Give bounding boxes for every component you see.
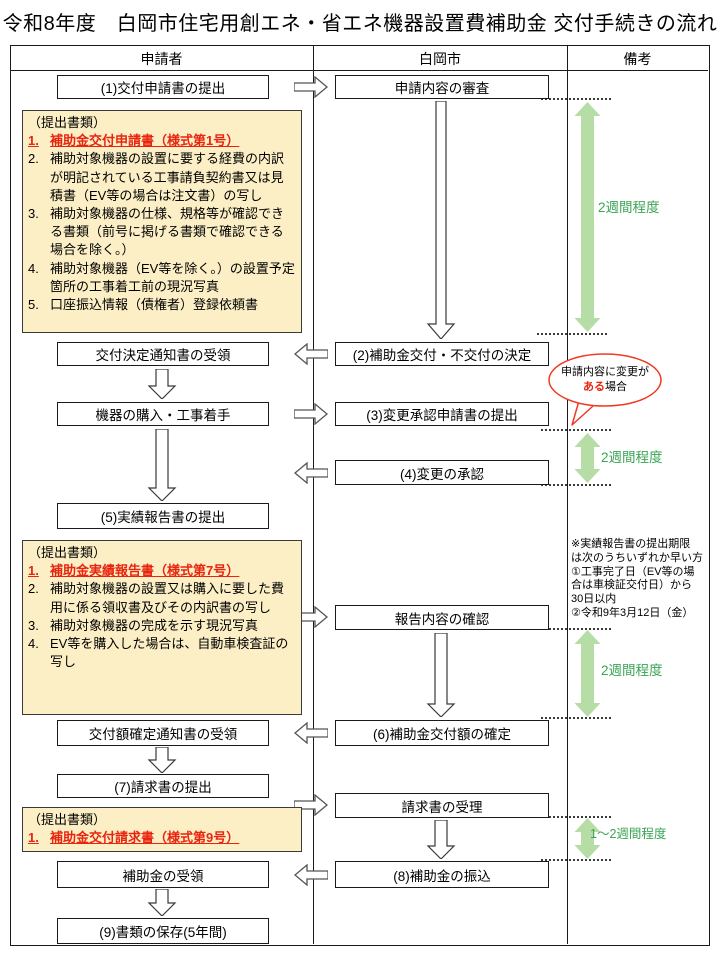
left-arrow-icon	[294, 462, 328, 484]
table-frame	[10, 45, 710, 946]
column-header-applicant: 申請者	[140, 51, 183, 67]
duration-arrow-icon	[574, 630, 601, 717]
flow-box-amount-notice-receipt: 交付額確定通知書の受領	[57, 720, 269, 746]
documents-box-application: （提出書類） 1.補助金交付申請書（様式第1号） 2.補助対象機器の設置に要する…	[22, 110, 302, 333]
documents-heading: （提出書類）	[28, 545, 107, 560]
duration-label: 1～2週間程度	[590, 827, 667, 841]
flow-box-grant-decision: (2)補助金交付・不交付の決定	[335, 342, 549, 366]
document-item: 3.補助対象機器の完成を示す現況写真	[28, 617, 259, 633]
dotted-line	[541, 98, 611, 100]
documents-box-report: （提出書類） 1.補助金実績報告書（様式第7号） 2.補助対象機器の設置又は購入…	[22, 540, 302, 715]
flow-box-subsidy-receipt: 補助金の受領	[57, 861, 269, 888]
down-arrow-icon	[147, 747, 177, 773]
flow-box-change-approval: (4)変更の承認	[335, 460, 549, 485]
left-arrow-icon	[294, 722, 328, 744]
document-item: 2.補助対象機器の設置に要する経費の内訳が明記されている工事請負契約書又は見積書…	[28, 151, 285, 203]
change-case-bubble-text: 申請内容に変更が ある場合	[561, 366, 649, 393]
flow-box-purchase-construction: 機器の購入・工事着手	[57, 402, 269, 426]
duration-arrow-icon	[574, 818, 601, 859]
dotted-line	[537, 333, 607, 335]
documents-heading: （提出書類）	[28, 115, 107, 130]
dotted-line	[541, 628, 611, 630]
flow-box-application-submit: (1)交付申請書の提出	[57, 75, 269, 99]
document-item: 1.補助金交付申請書（様式第1号）	[28, 133, 240, 149]
flow-box-invoice-submit: (7)請求書の提出	[57, 774, 269, 798]
right-arrow-icon	[294, 76, 328, 98]
flow-box-change-application: (3)変更承認申請書の提出	[335, 402, 549, 426]
left-arrow-icon	[294, 343, 328, 365]
column-header-city: 白岡市	[419, 51, 461, 67]
document-item: 4.EV等を購入した場合は、自動車検査証の写し	[28, 635, 289, 670]
flow-box-subsidy-transfer: (8)補助金の振込	[335, 861, 549, 888]
flow-box-report-submit: (5)実績報告書の提出	[57, 503, 269, 529]
column-header-remarks: 備考	[623, 51, 652, 67]
dotted-line	[541, 816, 611, 818]
column-divider-2	[567, 45, 568, 944]
flow-box-document-storage: (9)書類の保存(5年間)	[57, 918, 269, 944]
document-item: 1.補助金交付請求書（様式第9号）	[28, 830, 240, 846]
document-item: 5.口座振込情報（債権者）登録依頼書	[28, 296, 259, 312]
down-arrow-icon	[426, 820, 456, 859]
dotted-line	[541, 484, 611, 486]
dotted-line	[541, 429, 611, 431]
page-title: 令和8年度 白岡市住宅用創エネ・省エネ機器設置費補助金 交付手続きの流れ	[2, 13, 718, 35]
change-case-bubble	[548, 353, 662, 426]
note-report-deadline: ※実績報告書の提出期限 は次のうちいずれか早い方 ①工事完了日（EV等の場 合は…	[571, 538, 703, 619]
document-item: 4.補助対象機器（EV等を除く。）の設置予定箇所の工事着工前の現況写真	[28, 260, 295, 294]
left-arrow-icon	[294, 864, 328, 886]
duration-arrow-icon	[574, 433, 601, 483]
down-arrow-icon	[426, 101, 456, 339]
down-arrow-icon	[147, 889, 177, 916]
duration-label: 2週間程度	[601, 663, 663, 678]
documents-box-invoice: （提出書類） 1.補助金交付請求書（様式第9号）	[22, 807, 302, 852]
column-divider-1	[313, 45, 314, 944]
down-arrow-icon	[147, 369, 177, 399]
document-item: 1.補助金実績報告書（様式第7号）	[28, 563, 240, 579]
documents-heading: （提出書類）	[28, 812, 107, 827]
dotted-line	[541, 717, 611, 719]
right-arrow-icon	[294, 403, 328, 425]
flow-box-report-check: 報告内容の確認	[335, 605, 549, 630]
document-item: 3.補助対象機器の仕様、規格等が確認できる書類（前号に掲げる書類で確認できる場合…	[28, 205, 285, 258]
down-arrow-icon	[426, 633, 456, 717]
header-separator	[10, 70, 708, 71]
flow-box-amount-determination: (6)補助金交付額の確定	[335, 720, 549, 746]
down-arrow-icon	[147, 429, 177, 501]
flow-box-decision-notice-receipt: 交付決定通知書の受領	[57, 342, 269, 366]
document-item: 2.補助対象機器の設置又は購入に要した費用に係る領収書及びその内訳書の写し	[28, 581, 285, 615]
flow-box-application-review: 申請内容の審査	[335, 75, 549, 99]
duration-label: 2週間程度	[601, 450, 663, 465]
duration-arrow-icon	[574, 102, 601, 332]
duration-label: 2週間程度	[598, 200, 660, 215]
dotted-line	[541, 859, 611, 861]
flow-box-invoice-acceptance: 請求書の受理	[335, 793, 549, 818]
